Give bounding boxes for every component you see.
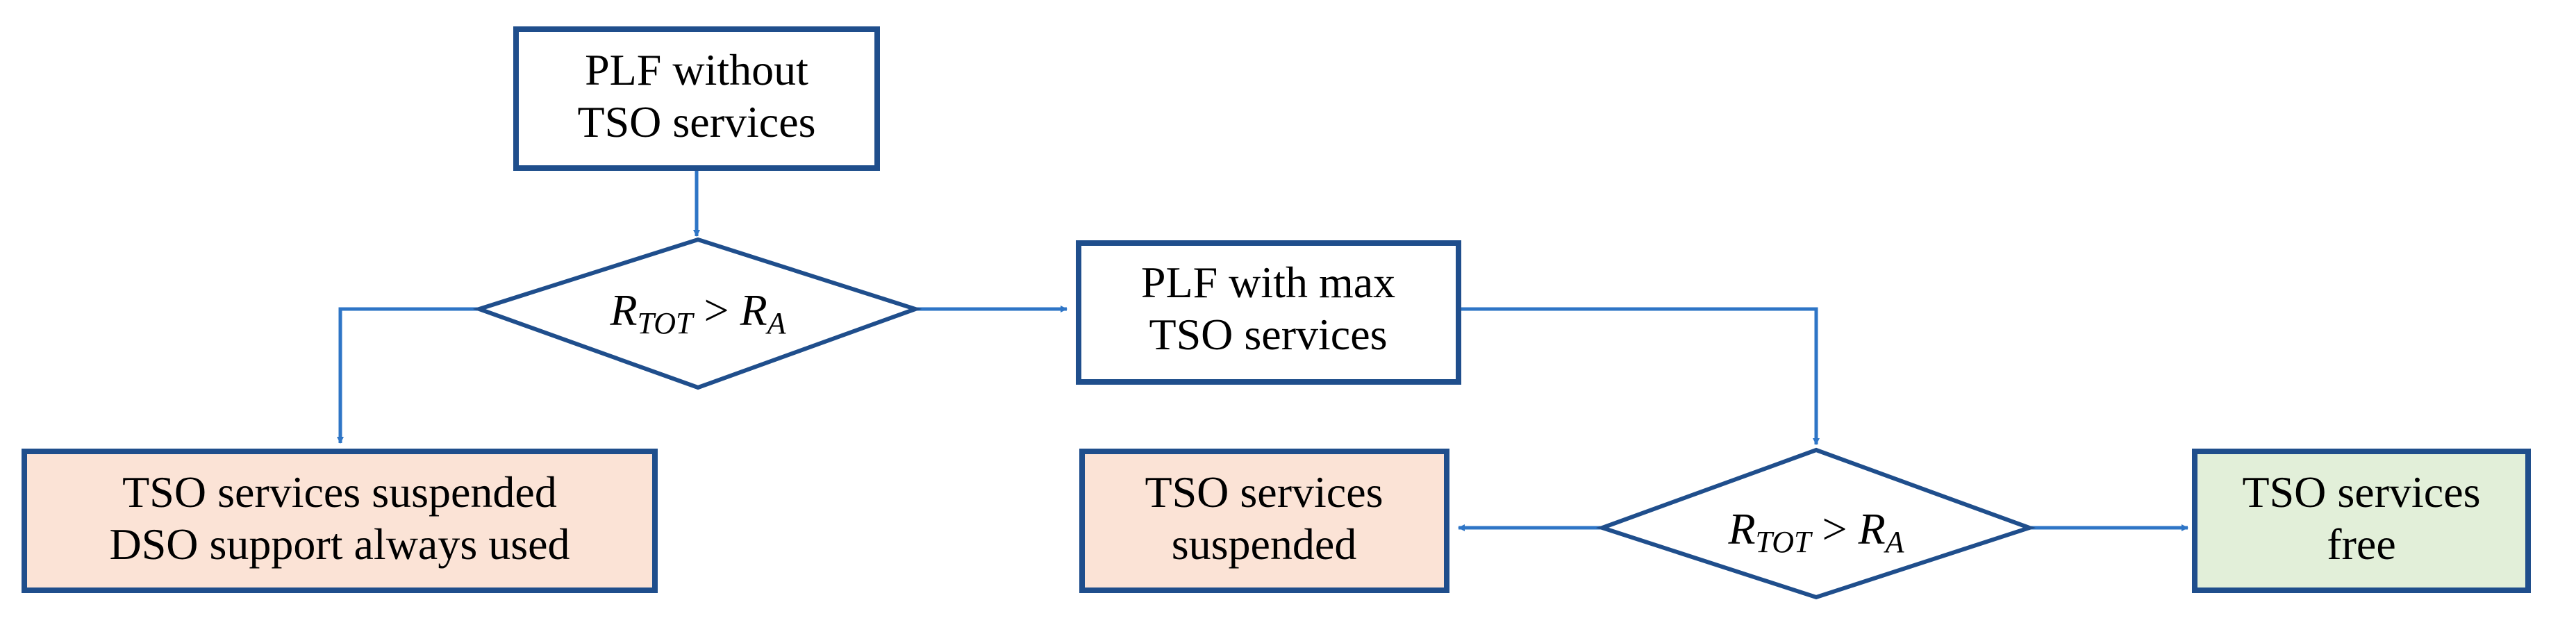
node-always-used: TSO services suspended DSO support alway…	[22, 449, 658, 593]
arrow-max-services-to-decision2	[1459, 307, 1820, 445]
node-decision2-condition: RTOT > RA	[1727, 504, 1904, 559]
node-start: PLF without TSO services	[513, 26, 880, 171]
node-suspended: TSO services suspended	[1079, 449, 1449, 593]
node-suspended-line1: TSO services	[1145, 467, 1383, 517]
node-start-box	[513, 26, 880, 171]
node-free-line1: TSO services	[2242, 467, 2480, 517]
node-max-services-line2: TSO services	[1149, 310, 1387, 359]
node-max-services-line1: PLF with max	[1141, 258, 1395, 307]
node-max-services: PLF with max TSO services	[1076, 240, 1461, 385]
node-free: TSO services free	[2192, 449, 2531, 593]
node-max-services-box	[1076, 240, 1461, 385]
connectors	[337, 169, 2188, 531]
node-always-used-line2: DSO support always used	[109, 519, 570, 569]
node-free-line2: free	[2327, 519, 2395, 569]
node-decision1-diamond	[472, 237, 922, 390]
arrow-decision1-to-always-used	[337, 307, 479, 444]
node-decision2-diamond	[1595, 447, 2036, 600]
node-always-used-line1: TSO services suspended	[122, 467, 557, 517]
node-start-line2: TSO services	[577, 97, 815, 147]
node-free-box	[2192, 449, 2531, 593]
node-start-line1: PLF without	[585, 45, 808, 94]
node-suspended-line2: suspended	[1172, 519, 1357, 569]
node-decision2: RTOT > RA	[1595, 447, 2036, 600]
node-always-used-box	[22, 449, 658, 593]
node-decision1-condition: RTOT > RA	[609, 285, 786, 340]
node-suspended-box	[1079, 449, 1449, 593]
node-decision1: RTOT > RA	[472, 237, 922, 390]
